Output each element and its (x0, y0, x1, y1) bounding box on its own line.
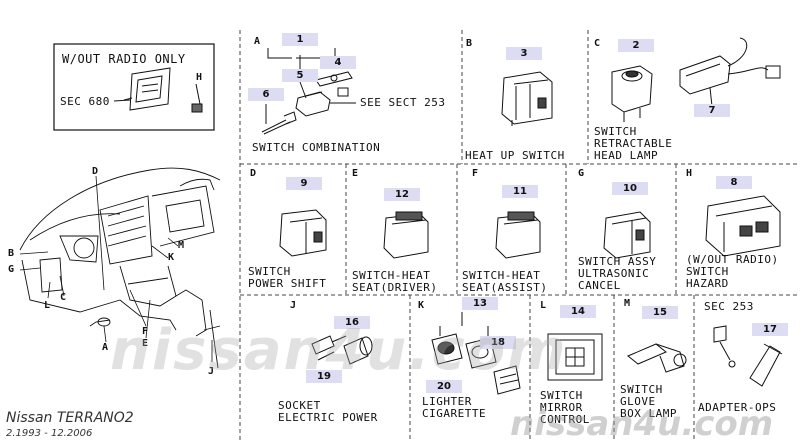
panel-l-title: SWITCH MIRROR CONTROL (540, 389, 590, 426)
radio-callout-letter: H (196, 72, 203, 83)
adapter-title: ADAPTER-OPS (698, 401, 777, 414)
ultrasonic-cancel-drawing (603, 211, 651, 259)
panel-k-num-13: 13 (462, 297, 498, 310)
adapter-sec-ref: SEC 253 (704, 300, 754, 313)
panel-c-num-2: 2 (618, 39, 654, 52)
heat-seat-driver-drawing (383, 211, 429, 259)
panel-g-title: SWITCH ASSY ULTRASONIC CANCEL (578, 255, 657, 292)
panel-b-letter: B (466, 38, 473, 49)
glove-box-lamp-drawing (627, 343, 687, 373)
panel-c-letter: C (594, 38, 601, 49)
panel-j-title: SOCKET ELECTRIC POWER (278, 399, 378, 424)
panel-f-letter: F (472, 168, 479, 179)
panel-m-title: SWITCH GLOVE BOX LAMP (620, 383, 677, 420)
panel-a-num-5: 5 (282, 69, 318, 82)
radio-bracket-drawing (123, 67, 203, 113)
adapter-ops-drawing (713, 325, 783, 387)
panel-f-title: SWITCH-HEAT SEAT(ASSIST) (462, 269, 548, 294)
dash-callout-e: E (142, 338, 149, 349)
panel-j-num-19: 19 (306, 370, 342, 383)
radio-box-title: W/OUT RADIO ONLY (62, 52, 186, 66)
panel-h-letter: H (686, 168, 693, 179)
panel-c-num-7: 7 (694, 104, 730, 117)
panel-a-num-1: 1 (282, 33, 318, 46)
panel-h-title: (W/OUT RADIO) SWITCH HAZARD (686, 253, 779, 290)
watermark-bottom: nissan4u.com (510, 404, 774, 444)
dash-callout-f: F (142, 326, 149, 337)
dash-callout-a: A (102, 342, 109, 353)
panel-d-letter: D (250, 168, 257, 179)
mirror-control-drawing (547, 333, 603, 381)
panel-m-letter: M (624, 298, 631, 309)
panel-f-num: 11 (502, 185, 538, 198)
panel-a-num-4: 4 (320, 56, 356, 69)
retractable-head-lamp-drawing (611, 37, 781, 122)
panel-d-num: 9 (286, 177, 322, 190)
radio-box (53, 43, 215, 131)
panel-k-letter: K (418, 300, 425, 311)
radio-sec-ref: SEC 680 (60, 95, 110, 108)
dash-callout-j: J (208, 366, 215, 377)
dash-callout-g: G (8, 264, 15, 275)
panel-d-title: SWITCH POWER SHIFT (248, 265, 327, 290)
panel-k-num-18: 18 (480, 336, 516, 349)
panel-l-letter: L (540, 300, 547, 311)
power-shift-switch-drawing (279, 209, 327, 257)
panel-e-title: SWITCH-HEAT SEAT(DRIVER) (352, 269, 438, 294)
electric-socket-drawing (311, 335, 373, 365)
dash-callout-c: C (60, 292, 67, 303)
footer-brand: Nissan TERRANO2 (6, 410, 134, 426)
panel-b-title: HEAT UP SWITCH (465, 149, 565, 162)
panel-c-title: SWITCH RETRACTABLE HEAD LAMP (594, 125, 673, 162)
panel-a-see-ref: SEE SECT 253 (360, 96, 446, 109)
panel-k-title: LIGHTER CIGARETTE (422, 395, 487, 420)
panel-j-num-16: 16 (334, 316, 370, 329)
panel-grid (239, 30, 800, 440)
panel-b-num: 3 (506, 47, 542, 60)
heat-seat-assist-drawing (495, 211, 541, 259)
panel-m-num: 15 (642, 306, 678, 319)
panel-a-letter: A (254, 36, 261, 47)
dash-callout-b: B (8, 248, 15, 259)
panel-e-num: 12 (384, 188, 420, 201)
panel-h-num: 8 (716, 176, 752, 189)
dash-callout-m: M (178, 240, 185, 251)
panel-a-num-6: 6 (248, 88, 284, 101)
panel-g-num: 10 (612, 182, 648, 195)
cigarette-lighter-drawing (431, 312, 521, 395)
dash-callout-l: L (44, 300, 51, 311)
watermark-center: nissan4u.com (110, 318, 568, 383)
hazard-switch-drawing (705, 195, 781, 257)
dashboard-leaders (19, 175, 213, 362)
panel-e-letter: E (352, 168, 359, 179)
adapter-num: 17 (752, 323, 788, 336)
dash-callout-d: D (92, 166, 99, 177)
panel-a-title: SWITCH COMBINATION (252, 141, 381, 154)
panel-k-num-20: 20 (426, 380, 462, 393)
panel-g-letter: G (578, 168, 585, 179)
footer-dates: 2.1993 - 12.2006 (6, 428, 93, 439)
panel-l-num: 14 (560, 305, 596, 318)
dash-callout-k: K (168, 252, 175, 263)
dashboard-drawing (19, 167, 221, 369)
heat-up-switch-drawing (501, 71, 553, 126)
panel-j-letter: J (290, 300, 297, 311)
